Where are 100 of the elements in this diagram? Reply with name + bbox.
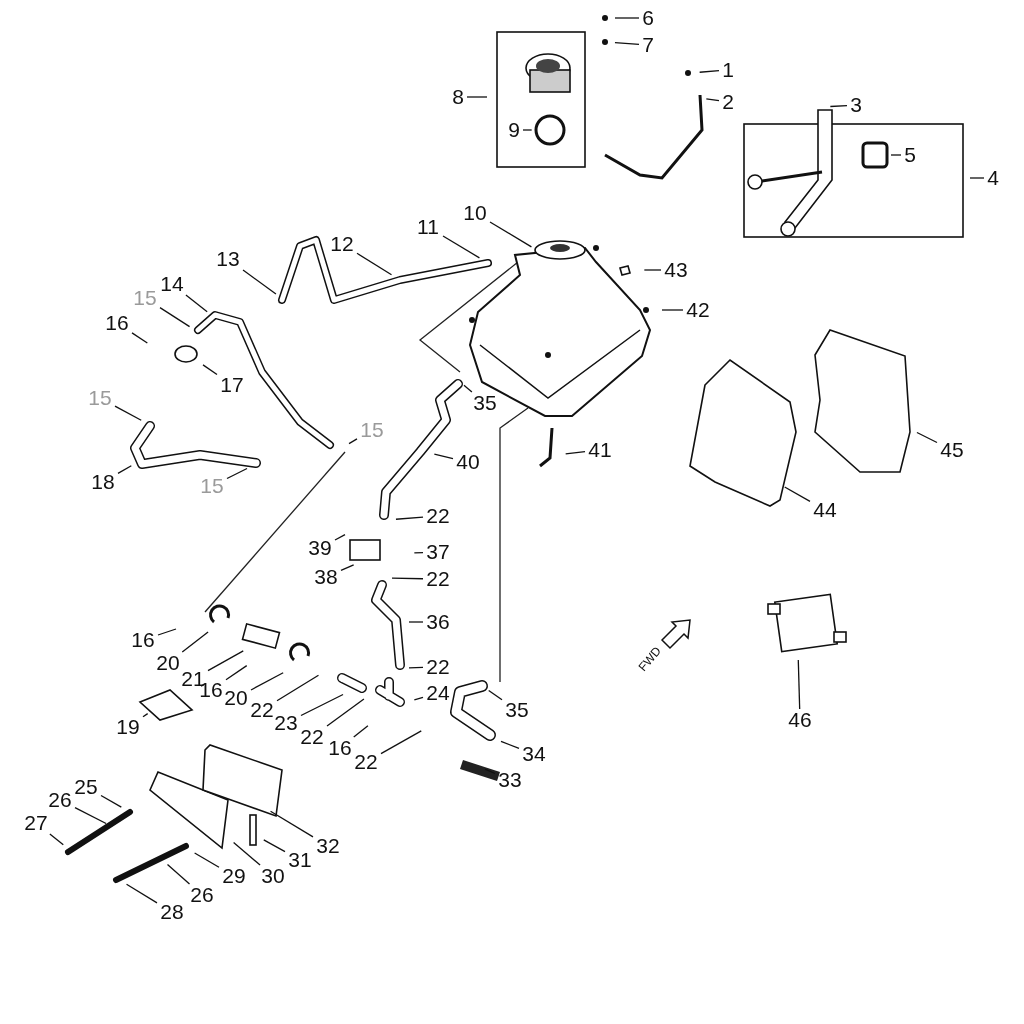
callout-number: 9 bbox=[508, 119, 520, 141]
callout-number: 44 bbox=[813, 499, 837, 521]
callout-number: 32 bbox=[316, 835, 340, 857]
callout-number: 28 bbox=[160, 901, 184, 923]
callout-number: 4 bbox=[987, 167, 999, 189]
leader-line bbox=[380, 730, 422, 755]
callout-number: 7 bbox=[642, 34, 654, 56]
leader-line bbox=[334, 534, 346, 541]
callout-number: 22 bbox=[354, 751, 378, 773]
callout-number: 41 bbox=[588, 439, 612, 461]
leader-line bbox=[500, 740, 520, 749]
leader-line bbox=[395, 516, 424, 520]
leader-line bbox=[181, 631, 209, 653]
callout-number: 1 bbox=[722, 59, 734, 81]
callout-number: 22 bbox=[426, 505, 450, 527]
callout-number: 37 bbox=[426, 541, 450, 563]
leader-line bbox=[391, 577, 424, 580]
callout-number: 16 bbox=[105, 312, 129, 334]
callout-number: 29 bbox=[222, 865, 246, 887]
callout-number: 40 bbox=[456, 451, 480, 473]
leader-line bbox=[614, 42, 640, 45]
callout-number: 6 bbox=[642, 7, 654, 29]
leader-line bbox=[125, 883, 158, 904]
leader-line bbox=[300, 693, 344, 717]
callout-number: 31 bbox=[288, 849, 312, 871]
callout-number: 16 bbox=[328, 737, 352, 759]
leader-line bbox=[131, 332, 148, 344]
callout-number: 42 bbox=[686, 299, 710, 321]
callout-number: 30 bbox=[261, 865, 285, 887]
leader-line bbox=[100, 794, 122, 808]
leader-line bbox=[466, 96, 488, 98]
leader-line bbox=[699, 70, 720, 73]
callout-number: 14 bbox=[160, 273, 184, 295]
leader-line bbox=[225, 665, 248, 681]
callout-number: 15 bbox=[133, 287, 157, 309]
leader-line bbox=[614, 17, 640, 19]
leader-line bbox=[797, 659, 801, 710]
leader-line bbox=[49, 833, 64, 846]
leader-line bbox=[74, 807, 107, 825]
leader-line bbox=[269, 810, 314, 838]
leader-line bbox=[442, 235, 481, 259]
leader-line bbox=[829, 104, 848, 108]
leader-line bbox=[484, 768, 496, 775]
leader-line bbox=[784, 486, 811, 503]
leader-line bbox=[159, 306, 191, 328]
callout-number: 3 bbox=[850, 94, 862, 116]
callout-number: 23 bbox=[274, 712, 298, 734]
leader-line bbox=[433, 453, 454, 460]
callout-number: 45 bbox=[940, 439, 964, 461]
leader-line bbox=[522, 129, 533, 131]
leader-line bbox=[117, 465, 132, 475]
callout-number: 20 bbox=[156, 652, 180, 674]
leader-line bbox=[340, 564, 355, 572]
leader-line bbox=[463, 384, 473, 393]
leader-line bbox=[326, 698, 365, 727]
leader-line bbox=[276, 674, 320, 702]
callout-number: 15 bbox=[360, 419, 384, 441]
callout-number: 8 bbox=[452, 86, 464, 108]
leader-line bbox=[661, 309, 684, 311]
leader-line bbox=[969, 177, 985, 179]
callout-number: 35 bbox=[505, 699, 529, 721]
callout-number: 22 bbox=[300, 726, 324, 748]
callout-number: 17 bbox=[220, 374, 244, 396]
callout-number: 26 bbox=[190, 884, 214, 906]
callout-number: 15 bbox=[200, 475, 224, 497]
leader-line bbox=[488, 689, 503, 701]
leader-line bbox=[565, 451, 586, 455]
leader-line bbox=[202, 364, 218, 376]
callout-number: 10 bbox=[463, 202, 487, 224]
callout-number: 43 bbox=[664, 259, 688, 281]
callout-number: 25 bbox=[74, 776, 98, 798]
callout-number: 2 bbox=[722, 91, 734, 113]
callout-number: 34 bbox=[522, 743, 546, 765]
leader-line bbox=[185, 294, 208, 313]
leader-line bbox=[413, 551, 424, 554]
leader-line bbox=[194, 852, 220, 868]
callout-number: 16 bbox=[131, 629, 155, 651]
callout-number: 38 bbox=[314, 566, 338, 588]
leader-line bbox=[408, 621, 424, 623]
leader-line bbox=[890, 154, 902, 156]
leader-line bbox=[348, 438, 358, 445]
leader-line bbox=[705, 98, 720, 102]
leader-line bbox=[250, 672, 284, 691]
callout-number: 15 bbox=[88, 387, 112, 409]
leader-line bbox=[226, 467, 248, 480]
callout-number: 36 bbox=[426, 611, 450, 633]
callout-number: 24 bbox=[426, 682, 450, 704]
leader-line bbox=[263, 839, 286, 853]
leader-line bbox=[353, 725, 369, 738]
leader-line bbox=[408, 666, 424, 669]
callout-number: 19 bbox=[116, 716, 140, 738]
callout-number: 12 bbox=[330, 233, 354, 255]
leader-line bbox=[232, 841, 261, 866]
leader-line bbox=[916, 431, 938, 444]
leader-line bbox=[157, 628, 177, 636]
callout-number: 11 bbox=[417, 216, 439, 238]
callout-number: 13 bbox=[216, 248, 240, 270]
leader-line bbox=[413, 696, 424, 701]
callout-number: 35 bbox=[473, 392, 497, 414]
callout-number: 22 bbox=[426, 656, 450, 678]
